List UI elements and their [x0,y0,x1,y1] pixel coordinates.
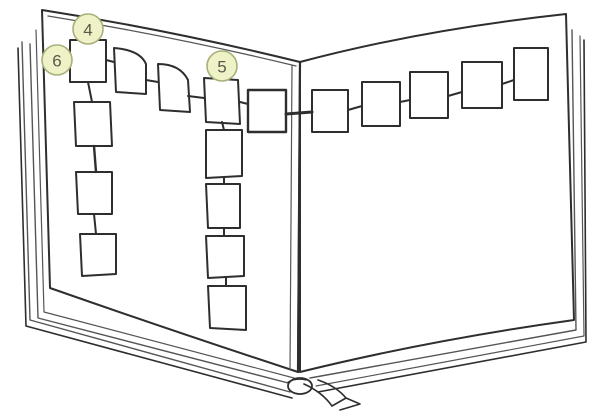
left-page [42,10,300,372]
right-page [300,14,574,372]
callout-5-label: 5 [217,58,226,77]
callout-4: 4 [73,14,103,44]
ribbon-bookmark [288,378,360,410]
callout-6-label: 6 [52,52,61,71]
callout-4-label: 4 [83,21,92,40]
callout-6: 6 [42,45,72,75]
callout-5: 5 [207,51,237,81]
